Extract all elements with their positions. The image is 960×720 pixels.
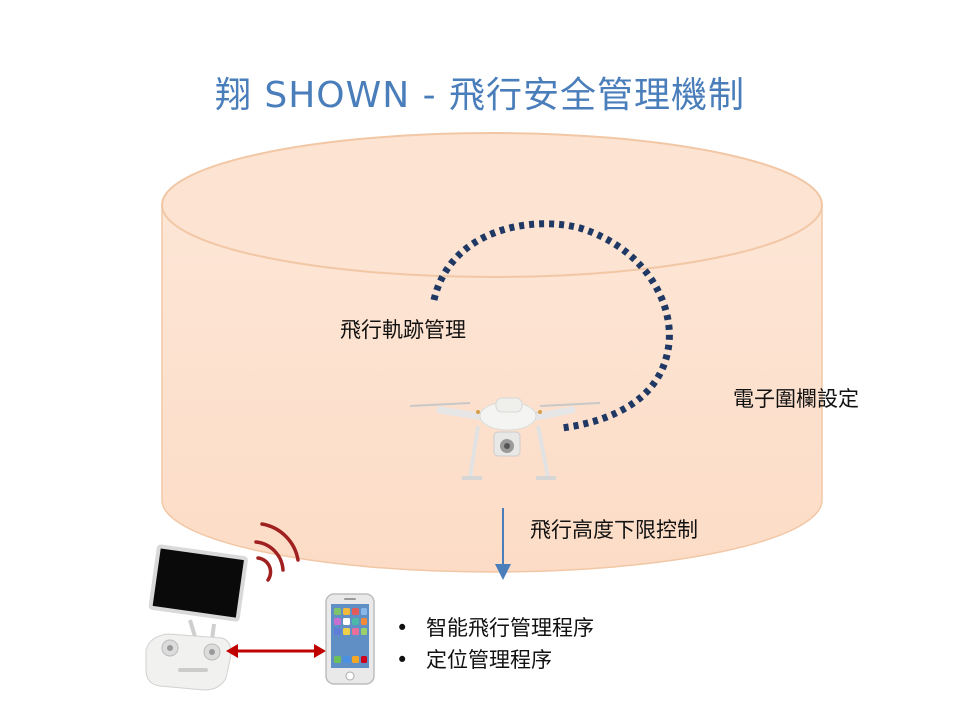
bullet-item: •智能飛行管理程序: [396, 616, 594, 640]
drone-icon: [409, 397, 601, 480]
altitude-limit-label: 飛行高度下限控制: [530, 518, 698, 542]
geofence-cylinder: [161, 132, 823, 573]
slide-title: 翔 SHOWN - 飛行安全管理機制: [214, 75, 746, 116]
trajectory-path: [430, 220, 673, 432]
bullet-text: 智能飛行管理程序: [426, 616, 594, 640]
bullet-text: 定位管理程序: [426, 648, 552, 672]
trajectory-management-label: 飛行軌跡管理: [340, 318, 466, 342]
smartphone-icon: [325, 593, 375, 685]
remote-controller-icon: [145, 544, 248, 691]
bullet-item: •定位管理程序: [396, 648, 552, 672]
bullet-list: •智能飛行管理程序 •定位管理程序: [396, 612, 594, 676]
link-arrow: [226, 644, 326, 658]
geofence-setting-label: 電子圍欄設定: [733, 387, 859, 411]
signal-waves-icon: [254, 522, 300, 582]
